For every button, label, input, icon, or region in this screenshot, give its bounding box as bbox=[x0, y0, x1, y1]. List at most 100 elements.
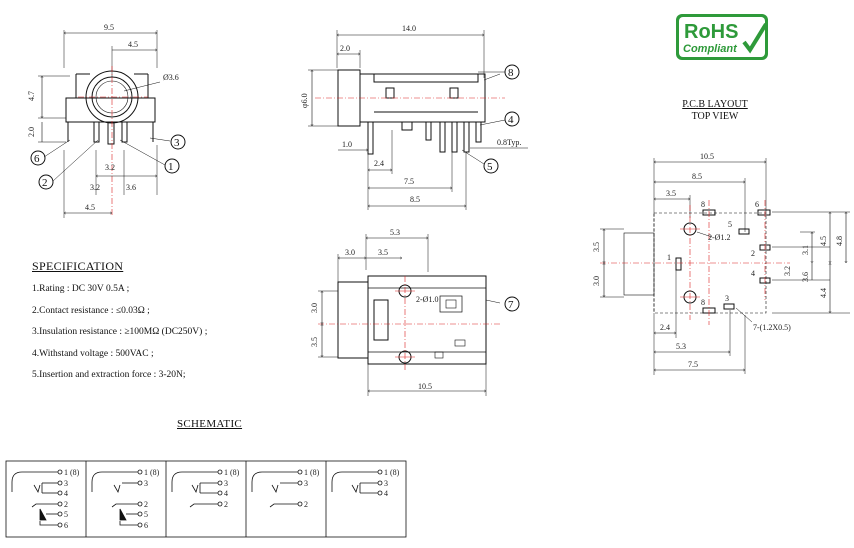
spec-item-withstand-voltage: 4.Withstand voltage : 500VAC ; bbox=[32, 348, 154, 359]
sch4-pin-3: 3 bbox=[304, 479, 308, 488]
dim-front: 2.0 bbox=[340, 44, 350, 53]
dim-pcb-w: 10.5 bbox=[700, 152, 714, 161]
dim-top-d: 3.5 bbox=[310, 337, 319, 347]
pcb-pin-6: 6 bbox=[755, 200, 759, 209]
callout-2: 2 bbox=[42, 177, 48, 189]
dim-top-hole: 2-Ø1.0 bbox=[416, 295, 438, 304]
dim-typ: 0.8Typ. bbox=[497, 138, 521, 147]
sch1-pin-3: 3 bbox=[64, 479, 68, 488]
dim-pcb-r3: 3.1 bbox=[801, 245, 810, 255]
sch5-pin-1: 1 (8) bbox=[384, 468, 400, 477]
dim-dia: φ6.0 bbox=[300, 93, 309, 108]
pcb-layout-title: P.C.B LAYOUT TOP VIEW bbox=[660, 99, 770, 123]
pcb-pin-1: 1 bbox=[667, 253, 671, 262]
dim-pcb-l1: 3.5 bbox=[592, 242, 601, 252]
dim-half: 4.5 bbox=[128, 40, 138, 49]
pcb-pin-3: 3 bbox=[725, 294, 729, 303]
dim-d3: 7.5 bbox=[404, 177, 414, 186]
dim-pcb-b: 3.5 bbox=[666, 189, 676, 198]
dim-height: 4.7 bbox=[27, 91, 36, 101]
sch1-pin-5: 5 bbox=[64, 510, 68, 519]
dim-base: 4.5 bbox=[85, 203, 95, 212]
pcb-pin-2: 2 bbox=[751, 249, 755, 258]
dim-top-len: 10.5 bbox=[418, 382, 432, 391]
schematic-boxes bbox=[5, 460, 407, 538]
top-view-labels: 5.3 3.0 3.5 3.0 3.5 2-Ø1.0 10.5 7 bbox=[310, 228, 514, 391]
dim-d2: 2.4 bbox=[374, 159, 384, 168]
pcb-pin-8a: 8 bbox=[701, 200, 705, 209]
dim-top-a: 3.0 bbox=[345, 248, 355, 257]
sch4-pin-1: 1 (8) bbox=[304, 468, 320, 477]
dim-top-w: 5.3 bbox=[390, 228, 400, 237]
schematic-labels: 1 (8) 3 4 2 5 6 1 (8) 3 2 5 6 1 (8) 3 4 … bbox=[64, 468, 400, 530]
pcb-pin-5: 5 bbox=[728, 220, 732, 229]
pcb-title-line: P.C.B LAYOUT bbox=[682, 99, 748, 110]
sch1-pin-4: 4 bbox=[64, 489, 68, 498]
sch2-pin-1: 1 (8) bbox=[144, 468, 160, 477]
spec-item-rating: 1.Rating : DC 30V 0.5A ; bbox=[32, 284, 130, 294]
sch3-pin-2: 2 bbox=[224, 500, 228, 509]
dim-pcb-r6: 4.4 bbox=[819, 288, 828, 298]
sch1-pin-6: 6 bbox=[64, 521, 68, 530]
dim-pcb-a: 8.5 bbox=[692, 172, 702, 181]
dim-pitch-3: 3.6 bbox=[126, 183, 136, 192]
pcb-layout-labels: 10.5 8.5 3.5 2-Ø1.2 3.5 3.0 4.5 4.8 3.1 … bbox=[592, 152, 844, 369]
sch2-pin-6: 6 bbox=[144, 521, 148, 530]
dim-pcb-r1: 4.5 bbox=[819, 236, 828, 246]
pcb-pin-4: 4 bbox=[751, 269, 755, 278]
side-view bbox=[308, 30, 528, 210]
callout-4: 4 bbox=[508, 114, 514, 126]
dim-pcb-r5: 3.6 bbox=[801, 272, 810, 282]
sch2-pin-3: 3 bbox=[144, 479, 148, 488]
front-view bbox=[30, 30, 186, 218]
dim-pcb-bot3: 7.5 bbox=[688, 360, 698, 369]
front-view-labels: 9.5 4.5 Ø3.6 4.7 2.0 3.2 3.2 3.6 4.5 6 2… bbox=[27, 23, 180, 212]
sch2-pin-5: 5 bbox=[144, 510, 148, 519]
rohs-logo: RoHS Compliant bbox=[676, 14, 768, 60]
dim-width: 9.5 bbox=[104, 23, 114, 32]
dim-pitch-2: 3.2 bbox=[90, 183, 100, 192]
check-icon bbox=[742, 22, 768, 54]
callout-1: 1 bbox=[168, 161, 174, 173]
dim-pcb-bot1: 2.4 bbox=[660, 323, 670, 332]
dim-length: 14.0 bbox=[402, 24, 416, 33]
dim-top-b: 3.5 bbox=[378, 248, 388, 257]
dim-pcb-hole: 2-Ø1.2 bbox=[708, 233, 730, 242]
dim-hole: Ø3.6 bbox=[163, 73, 179, 82]
callout-7: 7 bbox=[508, 299, 514, 311]
spec-item-insertion-force: 5.Insertion and extraction force : 3-20N… bbox=[32, 370, 186, 380]
specification-list: 1.Rating : DC 30V 0.5A ; 2.Contact resis… bbox=[32, 279, 207, 387]
dim-top-c: 3.0 bbox=[310, 303, 319, 313]
sch2-pin-2: 2 bbox=[144, 500, 148, 509]
sch3-pin-1: 1 (8) bbox=[224, 468, 240, 477]
side-view-labels: 14.0 2.0 φ6.0 1.0 2.4 7.5 8.5 0.8Typ. 8 … bbox=[300, 24, 521, 204]
dim-d4: 8.5 bbox=[410, 195, 420, 204]
pcb-layout bbox=[600, 158, 850, 375]
dim-pcb-slot: 7-(1.2X0.5) bbox=[753, 323, 791, 332]
sch5-pin-3: 3 bbox=[384, 479, 388, 488]
sch4-pin-2: 2 bbox=[304, 500, 308, 509]
rohs-text: RoHS bbox=[684, 21, 738, 43]
top-view bbox=[318, 234, 520, 396]
callout-8: 8 bbox=[508, 67, 514, 79]
sch1-pin-2: 2 bbox=[64, 500, 68, 509]
sch3-pin-4: 4 bbox=[224, 489, 228, 498]
specification-title: SPECIFICATION bbox=[32, 259, 124, 273]
rohs-compliant-text: Compliant bbox=[683, 43, 738, 55]
dim-pitch-1: 3.2 bbox=[105, 163, 115, 172]
dim-pcb-r4: 3.2 bbox=[783, 266, 792, 276]
sch3-pin-3: 3 bbox=[224, 479, 228, 488]
spec-item-insulation-resistance: 3.Insulation resistance : ≥100MΩ (DC250V… bbox=[32, 327, 208, 337]
dim-d1: 1.0 bbox=[342, 140, 352, 149]
pcb-pin-8b: 8 bbox=[701, 298, 705, 307]
dim-pcb-bot2: 5.3 bbox=[676, 342, 686, 351]
sch5-pin-4: 4 bbox=[384, 489, 388, 498]
callout-3: 3 bbox=[174, 137, 180, 149]
dim-leg: 2.0 bbox=[27, 127, 36, 137]
callout-5: 5 bbox=[487, 161, 493, 173]
schematic-title: SCHEMATIC bbox=[177, 418, 243, 430]
callout-6: 6 bbox=[34, 153, 40, 165]
spec-item-contact-resistance: 2.Contact resistance : ≤0.03Ω ; bbox=[32, 305, 150, 316]
dim-pcb-r2: 4.8 bbox=[835, 236, 844, 246]
